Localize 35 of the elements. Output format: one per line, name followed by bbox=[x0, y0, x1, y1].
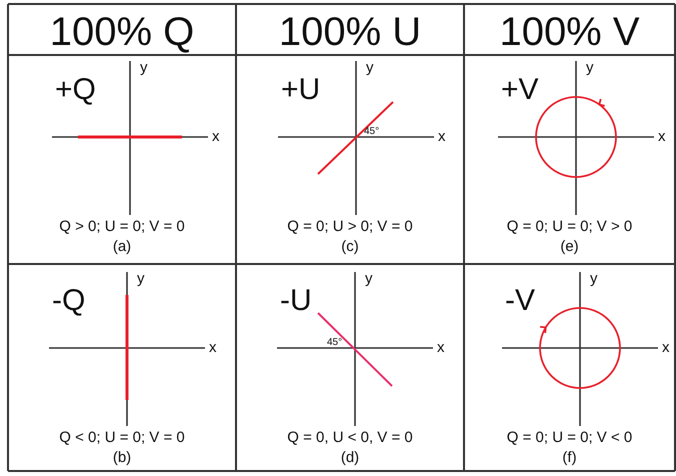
axis-label: y bbox=[365, 271, 372, 286]
condition-text: Q = 0, U < 0, V = 0 bbox=[287, 430, 413, 445]
condition-text: Q = 0; U = 0; V < 0 bbox=[506, 430, 632, 445]
axis-label: x bbox=[662, 340, 670, 355]
column-header: 100% Q bbox=[50, 12, 194, 52]
polarization-label: -V bbox=[505, 286, 535, 316]
axis-label: y bbox=[137, 271, 144, 286]
axis-label: y bbox=[140, 60, 148, 75]
column-header: 100% U bbox=[278, 12, 422, 52]
panel-letter: (f) bbox=[562, 450, 577, 465]
polarization-label: +V bbox=[501, 75, 539, 105]
axis-label: x bbox=[438, 129, 446, 144]
axis-label: x bbox=[437, 340, 444, 355]
axis-label: y bbox=[366, 60, 374, 75]
column-header: 100% V bbox=[499, 12, 640, 52]
panel-letter: (d) bbox=[340, 450, 360, 465]
condition-text: Q = 0; U > 0; V = 0 bbox=[287, 219, 413, 234]
condition-text: Q > 0; U = 0; V = 0 bbox=[59, 219, 185, 234]
polarization-label: -Q bbox=[52, 286, 86, 316]
axis-label: y bbox=[586, 60, 594, 75]
polarization-label: +U bbox=[281, 75, 320, 105]
panel-letter: (b) bbox=[112, 450, 132, 465]
panel-letter: (a) bbox=[112, 239, 132, 254]
polarization-label: -U bbox=[280, 286, 312, 316]
panel-letter: (c) bbox=[341, 239, 359, 254]
axis-label: x bbox=[658, 129, 666, 144]
angle-label: 45° bbox=[364, 127, 380, 137]
condition-text: Q < 0; U = 0; V = 0 bbox=[59, 430, 185, 445]
axis-label: x bbox=[209, 340, 216, 355]
polarization-label: +Q bbox=[55, 75, 96, 105]
axis-label: x bbox=[212, 129, 220, 144]
panel-letter: (e) bbox=[560, 239, 579, 254]
angle-label: 45° bbox=[327, 338, 342, 348]
condition-text: Q = 0; U = 0; V > 0 bbox=[506, 219, 632, 234]
axis-label: y bbox=[590, 271, 598, 286]
